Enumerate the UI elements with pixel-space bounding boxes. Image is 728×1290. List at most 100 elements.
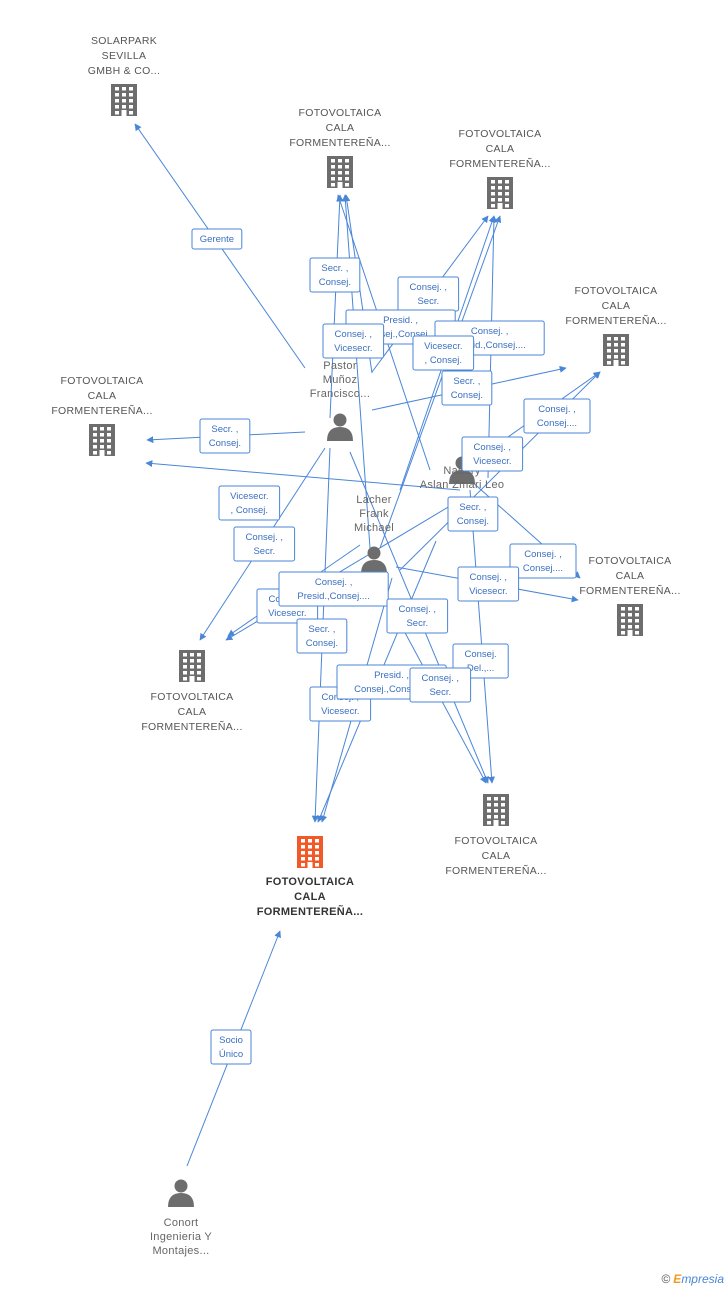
node-label-line: GMBH & CO... — [88, 65, 160, 77]
node-label-line: CALA — [88, 390, 117, 402]
brand-initial: E — [673, 1272, 682, 1286]
edge-role-label[interactable]: Consej. ,Consej.... — [509, 543, 577, 579]
edge-role-label[interactable]: Vicesecr. , Consej. — [218, 485, 281, 521]
edge-role-text: Consej. — [451, 390, 483, 401]
edge-role-text: Consej. , — [470, 572, 508, 583]
edge-role-label[interactable]: Secr. ,Consej. — [296, 618, 348, 654]
node-label-line: SOLARPARK — [91, 35, 157, 47]
node-label-line: FORMENTEREÑA... — [579, 584, 680, 597]
edge-role-text: , Consej. — [425, 355, 463, 366]
edge-role-text: Consej. — [209, 438, 241, 449]
node-label-line: Ingenieria Y — [150, 1231, 212, 1243]
edge-role-text: Consej. , — [471, 326, 509, 337]
node-label-line: FOTOVOLTAICA — [589, 555, 672, 567]
building-icon — [89, 424, 115, 456]
edge-role-text: Consej. , — [399, 604, 437, 615]
building-icon — [617, 604, 643, 636]
node-label-line: FORMENTEREÑA... — [449, 157, 550, 170]
edge-role-text: Consej. — [306, 638, 338, 649]
edge-role-text: Secr. — [406, 618, 428, 629]
node-label-line: CALA — [178, 706, 207, 718]
edge-role-label[interactable]: Consej. , Secr. — [386, 598, 449, 634]
building-icon — [487, 177, 513, 209]
node-label-line: FOTOVOLTAICA — [455, 835, 538, 847]
building-icon — [603, 334, 629, 366]
company-node[interactable]: FOTOVOLTAICACALAFORMENTEREÑA... — [141, 650, 242, 733]
edge-role-text: , Consej. — [231, 505, 269, 516]
building-icon — [483, 794, 509, 826]
copyright-mark: © — [661, 1272, 671, 1286]
building-icon — [111, 84, 137, 116]
edge-role-text: Presid.,Consej.... — [297, 591, 369, 602]
edge-role-text: Vicesecr. — [473, 456, 511, 467]
edge-role-label[interactable]: Vicesecr., Consej. — [412, 335, 475, 371]
edge-role-text: Único — [219, 1049, 243, 1060]
edge-role-text: Consej. — [319, 277, 351, 288]
node-label-line: Montajes... — [152, 1245, 209, 1257]
node-label-line: FOTOVOLTAICA — [575, 285, 658, 297]
edge-role-text: Consej. , — [315, 577, 353, 588]
node-label-line: Muñoz — [323, 374, 358, 386]
node-label-line: SEVILLA — [102, 50, 147, 62]
edge-role-label[interactable]: Consej. ,Vicesecr. — [457, 566, 520, 602]
node-label-line: FORMENTEREÑA... — [445, 864, 546, 877]
edge-role-label[interactable]: Secr. ,Consej. — [309, 257, 361, 293]
building-icon — [297, 836, 323, 868]
company-node[interactable]: FOTOVOLTAICACALAFORMENTEREÑA... — [565, 285, 666, 366]
edge-role-label[interactable]: Consej. , Presid.,Consej.... — [278, 571, 389, 607]
edge-role-label[interactable]: Secr. , Consej. — [199, 418, 251, 454]
edge-role-label[interactable]: Consej. ,Consej.... — [523, 398, 591, 434]
company-node[interactable]: FOTOVOLTAICACALAFORMENTEREÑA... — [289, 107, 390, 188]
edge-role-text: Secr. — [417, 296, 439, 307]
node-label-line: Francisco... — [310, 388, 370, 400]
relationship-edge — [469, 489, 496, 784]
brand-watermark: ©Empresia — [661, 1272, 724, 1286]
company-node[interactable]: FOTOVOLTAICA CALA FORMENTEREÑA... — [579, 555, 680, 636]
edge-role-label[interactable]: Consej. ,Secr. — [233, 526, 296, 562]
edge-role-text: Consej.,Consej.... — [363, 329, 438, 340]
main-company-node[interactable]: FOTOVOLTAICACALAFORMENTEREÑA... — [257, 836, 364, 918]
node-label-line: FORMENTEREÑA... — [289, 136, 390, 149]
node-label-line: FOTOVOLTAICA — [459, 128, 542, 140]
edge-role-text: Secr. , — [211, 424, 238, 435]
relationship-edge — [145, 460, 461, 491]
company-node[interactable]: FOTOVOLTAICACALAFORMENTEREÑA... — [51, 375, 152, 456]
edge-role-label[interactable]: Consej. , Vicesecr. — [461, 436, 524, 472]
edge-role-label[interactable]: Consej. ,Secr. — [409, 667, 472, 703]
company-node[interactable]: FOTOVOLTAICACALAFORMENTEREÑA... — [445, 794, 546, 877]
company-node[interactable]: FOTOVOLTAICA CALA FORMENTEREÑA... — [449, 128, 550, 209]
person-icon — [327, 413, 353, 441]
edge-role-text: Socio — [219, 1035, 243, 1046]
edge-role-text: Consej. — [464, 649, 496, 660]
node-label-line: CALA — [326, 122, 355, 134]
edge-role-text: Secr. — [429, 687, 451, 698]
node-label-line: CALA — [602, 300, 631, 312]
person-node[interactable]: PastorMuñozFrancisco... — [310, 360, 370, 441]
edge-role-text: Consej.... — [523, 563, 563, 574]
edge-role-text: Consej. , — [246, 532, 284, 543]
edge-role-text: Consej. — [457, 516, 489, 527]
node-label-line: FORMENTEREÑA... — [51, 404, 152, 417]
edge-role-text: Consej. , — [474, 442, 512, 453]
edge-role-text: Vicesecr. — [268, 608, 306, 619]
edge-role-text: Presid. , — [374, 670, 409, 681]
company-node[interactable]: SOLARPARK SEVILLA GMBH & CO... — [88, 35, 160, 116]
relationship-edge — [379, 215, 502, 549]
node-label-line: Pastor — [323, 360, 357, 372]
person-icon — [168, 1179, 194, 1207]
edge-role-label[interactable]: Secr. ,Consej. — [441, 370, 493, 406]
edge-role-text: Vicesecr. — [321, 706, 359, 717]
edge-role-label[interactable]: Gerente — [191, 228, 243, 250]
edge-role-label[interactable]: Secr. ,Consej. — [447, 496, 499, 532]
node-label-line: CALA — [616, 570, 645, 582]
edge-role-text: Del.,... — [467, 663, 494, 674]
node-label-line: FOTOVOLTAICA — [266, 876, 355, 888]
edge-role-label[interactable]: Consej. ,Vicesecr. — [322, 323, 385, 359]
edge-role-text: Vicesecr. — [230, 491, 268, 502]
node-label-line: CALA — [486, 143, 515, 155]
edge-role-label[interactable]: Consej. ,Secr. — [397, 276, 460, 312]
